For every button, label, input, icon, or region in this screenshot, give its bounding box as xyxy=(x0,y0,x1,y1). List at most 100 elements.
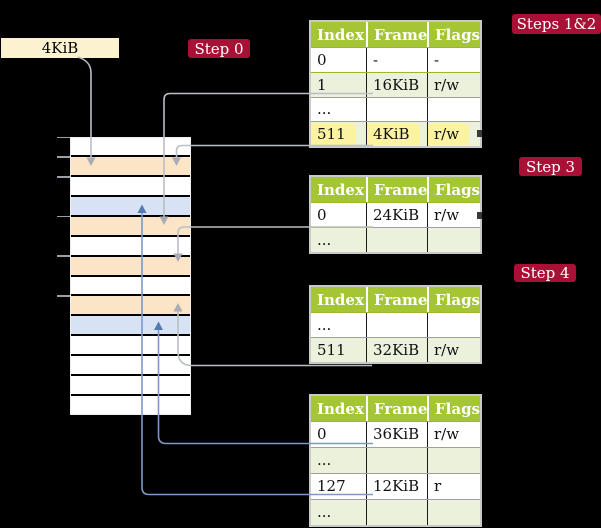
cell-index: 0 xyxy=(317,205,327,224)
memory-row-free xyxy=(71,274,190,295)
cell-flags: - xyxy=(427,48,480,72)
table-row: ... xyxy=(311,498,480,525)
table-row: 127 12KiB r xyxy=(311,472,480,499)
cell-index: 511 xyxy=(317,340,346,359)
column-header-flags: Flags xyxy=(427,22,480,47)
cell-frame: 24KiB xyxy=(366,203,427,227)
cell-index: 127 xyxy=(317,477,346,496)
cell-index: 0 xyxy=(317,425,327,444)
cell-frame: 4KiB xyxy=(366,122,427,146)
badge-steps-1-2-label: Steps 1&2 xyxy=(516,15,597,33)
level-3-page-table: Index Frame Flags 0 24KiB r/w ... xyxy=(309,175,482,254)
level-4-page-table: Index Frame Flags 0 - - 1 16KiB r/w ... … xyxy=(309,20,482,148)
memory-row-free xyxy=(71,393,190,414)
cell-frame xyxy=(366,447,427,473)
table-row: 1 16KiB r/w xyxy=(311,71,480,97)
memory-address-tick xyxy=(57,255,70,257)
cell-frame: 32KiB xyxy=(366,337,427,362)
cell-flags: r xyxy=(427,473,480,499)
cell-flags xyxy=(427,97,480,122)
table-row: ... xyxy=(311,446,480,473)
table-header-row: Index Frame Flags xyxy=(311,287,480,312)
cell-index: ... xyxy=(317,503,332,522)
memory-row-mapped xyxy=(71,195,190,215)
table-header-row: Index Frame Flags xyxy=(311,396,480,421)
cell-flags xyxy=(427,499,480,525)
column-header-index: Index xyxy=(317,25,364,44)
frame-4kib-label: 4KiB xyxy=(41,39,79,57)
column-header-index: Index xyxy=(317,180,364,199)
memory-row-free xyxy=(71,137,190,156)
memory-address-tick xyxy=(57,215,70,218)
cell-flags xyxy=(427,447,480,473)
badge-step-0: Step 0 xyxy=(188,39,250,58)
badge-steps-1-2: Steps 1&2 xyxy=(512,14,601,34)
column-header-frame: Frame xyxy=(366,177,427,202)
cell-flags xyxy=(427,227,480,252)
table-header-row: Index Frame Flags xyxy=(311,22,480,47)
memory-row-table xyxy=(71,214,190,235)
table-row: ... xyxy=(311,226,480,252)
table-row: 0 - - xyxy=(311,47,480,72)
cell-flags: r/w xyxy=(427,203,480,227)
cell-flags: r/w xyxy=(427,422,480,447)
cell-index: 1 xyxy=(317,75,327,94)
cell-frame xyxy=(366,97,427,122)
column-header-frame: Frame xyxy=(366,287,427,312)
memory-row-mapped xyxy=(71,314,190,335)
level-2-page-table: Index Frame Flags ... 511 32KiB r/w xyxy=(309,285,482,364)
table-row: ... xyxy=(311,96,480,122)
badge-step-4-label: Step 4 xyxy=(520,264,570,282)
column-header-flags: Flags xyxy=(427,396,480,421)
table-row: 511 32KiB r/w xyxy=(311,336,480,362)
table-row-recursive-entry: 511 4KiB r/w xyxy=(311,121,480,146)
badge-step-3-label: Step 3 xyxy=(525,157,576,176)
cell-frame: - xyxy=(366,48,427,72)
physical-memory-column xyxy=(70,136,191,415)
badge-step-3: Step 3 xyxy=(519,157,582,176)
highlighted-value: 511 xyxy=(311,123,356,145)
memory-row-free xyxy=(71,234,190,255)
table-row: 0 24KiB r/w xyxy=(311,202,480,227)
badge-step-4: Step 4 xyxy=(514,264,576,282)
table-row: 0 36KiB r/w xyxy=(311,421,480,447)
column-header-flags: Flags xyxy=(427,177,480,202)
column-header-flags: Flags xyxy=(427,287,480,312)
memory-row-free xyxy=(71,175,190,196)
cell-flags xyxy=(427,313,480,337)
cell-flags: r/w xyxy=(427,72,480,97)
frame-4kib-box: 4KiB xyxy=(1,38,119,58)
cell-frame xyxy=(366,227,427,252)
cell-frame xyxy=(366,499,427,525)
cell-index: ... xyxy=(317,230,332,249)
memory-address-tick xyxy=(57,295,70,297)
cell-index: ... xyxy=(317,315,332,334)
column-header-index: Index xyxy=(317,290,364,309)
cell-flags: r/w xyxy=(427,337,480,362)
cell-frame: 12KiB xyxy=(366,473,427,499)
cell-index: 0 xyxy=(317,50,327,69)
column-header-frame: Frame xyxy=(366,22,427,47)
cell-frame: 36KiB xyxy=(366,422,427,447)
memory-row-table xyxy=(71,155,190,176)
column-header-index: Index xyxy=(317,399,364,418)
cell-index: ... xyxy=(317,100,332,119)
highlighted-value: r/w xyxy=(428,123,470,145)
cell-frame: 16KiB xyxy=(366,72,427,97)
memory-row-free xyxy=(71,334,190,354)
memory-row-table xyxy=(71,294,190,315)
cell-flags: r/w xyxy=(427,122,480,146)
memory-row-table xyxy=(71,254,190,275)
badge-step-0-label: Step 0 xyxy=(194,39,244,58)
table-row: ... xyxy=(311,312,480,337)
memory-address-tick xyxy=(57,156,70,158)
table-header-row: Index Frame Flags xyxy=(311,177,480,202)
highlighted-value: 4KiB xyxy=(367,123,420,145)
memory-row-free xyxy=(71,353,190,374)
cell-index: 511 xyxy=(311,122,366,146)
memory-row-free xyxy=(71,373,190,394)
column-header-frame: Frame xyxy=(366,396,427,421)
cell-frame xyxy=(366,313,427,337)
level-1-page-table: Index Frame Flags 0 36KiB r/w ... 127 12… xyxy=(309,394,482,527)
